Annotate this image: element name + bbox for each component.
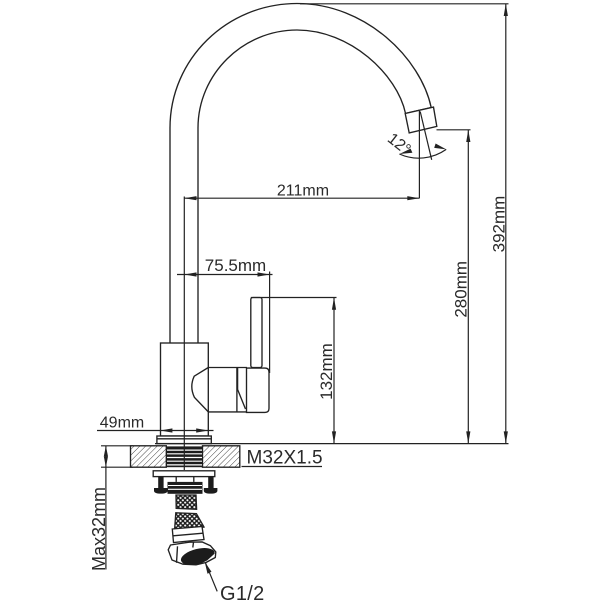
svg-text:211mm: 211mm [277,183,329,200]
svg-text:49mm: 49mm [100,415,144,432]
svg-text:12°: 12° [384,130,414,158]
svg-text:G1/2: G1/2 [220,583,265,600]
svg-text:Max32mm: Max32mm [89,487,109,571]
svg-text:280mm: 280mm [452,261,471,318]
svg-text:392mm: 392mm [489,196,508,253]
svg-text:75.5mm: 75.5mm [205,256,266,275]
svg-text:M32X1.5: M32X1.5 [247,448,323,469]
svg-text:132mm: 132mm [317,343,336,400]
